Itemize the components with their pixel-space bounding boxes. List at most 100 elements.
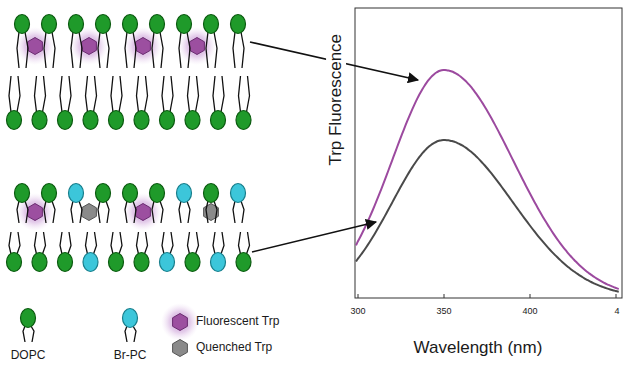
lipid-tail: [17, 232, 20, 254]
fluorescent-trp: [136, 204, 151, 221]
lipid-tail: [44, 201, 46, 223]
lipid-tail: [98, 32, 100, 68]
lipid-tail: [52, 32, 55, 68]
lipid-head: [58, 253, 73, 272]
lipid-tail: [196, 232, 199, 254]
fluorescent-trp: [28, 38, 43, 55]
lipid-head: [83, 253, 98, 272]
plot-frame: [355, 8, 622, 298]
lipid-tail: [213, 76, 215, 112]
axis-title: Wavelength (nm): [412, 338, 545, 358]
lipid-tail: [241, 201, 244, 223]
lipid-tail: [241, 32, 244, 68]
lipid-tail: [162, 232, 164, 254]
lipid-tail: [9, 76, 11, 112]
lipid-head: [7, 253, 22, 272]
lipid-tail: [17, 201, 19, 223]
lipid-tail: [187, 201, 190, 223]
lipid-tail: [68, 76, 71, 112]
tick-mark: [616, 294, 617, 298]
legend-label: Fluorescent Trp: [196, 315, 279, 329]
lipid-tail: [94, 232, 97, 254]
legend-icons: [21, 303, 200, 357]
lipid-head: [42, 184, 57, 203]
fluorescent-trp: [82, 38, 97, 55]
mixed-bilayer: [7, 184, 252, 272]
lipid-tail: [94, 76, 97, 112]
lipid-tail: [239, 232, 241, 254]
fluorescent-trp: [136, 38, 151, 55]
lipid-head: [109, 253, 124, 272]
lipid-tail: [119, 76, 122, 112]
lipid-tail: [43, 232, 46, 254]
lipid-tail: [188, 76, 190, 112]
lipid-tail: [206, 201, 208, 223]
lipid-tail: [133, 201, 136, 223]
lipid-head: [58, 111, 73, 130]
lipid-tail: [214, 32, 217, 68]
lipid-tail: [233, 201, 235, 223]
lipid-tail: [60, 76, 62, 112]
lipid-tail: [68, 232, 71, 254]
tick-mark: [358, 294, 359, 298]
lipid-tail: [35, 232, 37, 254]
lipid-head: [15, 15, 30, 34]
tick-label: 350: [436, 306, 451, 316]
lipid-head: [96, 15, 111, 34]
lipid-head: [109, 111, 124, 130]
dopc-bilayer: [7, 15, 252, 130]
lipid-head: [236, 253, 251, 272]
lipid-tail: [214, 201, 217, 223]
lipid-tail: [196, 76, 199, 112]
fluorescent-trp: [190, 38, 205, 55]
legend-label: Quenched Trp: [196, 341, 272, 355]
lipid-tail: [162, 76, 164, 112]
lipid-head: [177, 15, 192, 34]
lipid-head: [123, 184, 138, 203]
lipid-head: [236, 111, 251, 130]
quenched-trp: [173, 340, 188, 357]
lipid-head: [231, 184, 246, 203]
lipid-tail: [187, 32, 190, 68]
lipid-tail: [79, 201, 82, 223]
lipid-tail: [111, 76, 113, 112]
lipid-tail: [247, 232, 250, 254]
tick-label: 300: [350, 306, 365, 316]
lipid-tail: [119, 232, 122, 254]
lipid-tail: [125, 32, 127, 68]
lipid-tail: [25, 32, 28, 68]
lipid-tail: [125, 201, 127, 223]
lipid-tail: [133, 326, 136, 342]
lipid-tail: [106, 32, 109, 68]
lipid-tail: [160, 201, 163, 223]
lipid-head: [96, 184, 111, 203]
lipid-tail: [106, 201, 109, 223]
lipid-tail: [247, 76, 250, 112]
lipid-tail: [221, 232, 224, 254]
lipid-head: [134, 253, 149, 272]
lipid-tail: [188, 232, 190, 254]
lipid-tail: [160, 32, 163, 68]
tick-mark: [444, 294, 445, 298]
legend-label: DOPC: [11, 349, 46, 363]
lipid-tail: [152, 32, 154, 68]
spectrum-chart: [355, 8, 622, 298]
lipid-head: [69, 184, 84, 203]
lipid-tail: [25, 201, 28, 223]
axis-title: Trp Fluorescence: [326, 32, 346, 168]
lipid-head: [160, 253, 175, 272]
lipid-tail: [213, 232, 215, 254]
lipid-head: [83, 111, 98, 130]
lipid-tail: [239, 76, 241, 112]
lipid-head: [231, 15, 246, 34]
fluorescent-spectrum: [356, 70, 619, 289]
lipid-tail: [137, 232, 139, 254]
lipid-head: [185, 253, 200, 272]
lipid-head: [185, 111, 200, 130]
lipid-tail: [152, 201, 154, 223]
lipid-head: [150, 15, 165, 34]
legend-label: Br-PC: [114, 349, 147, 363]
lipid-tail: [145, 232, 148, 254]
lipid-head: [204, 15, 219, 34]
lipid-tail: [221, 76, 224, 112]
